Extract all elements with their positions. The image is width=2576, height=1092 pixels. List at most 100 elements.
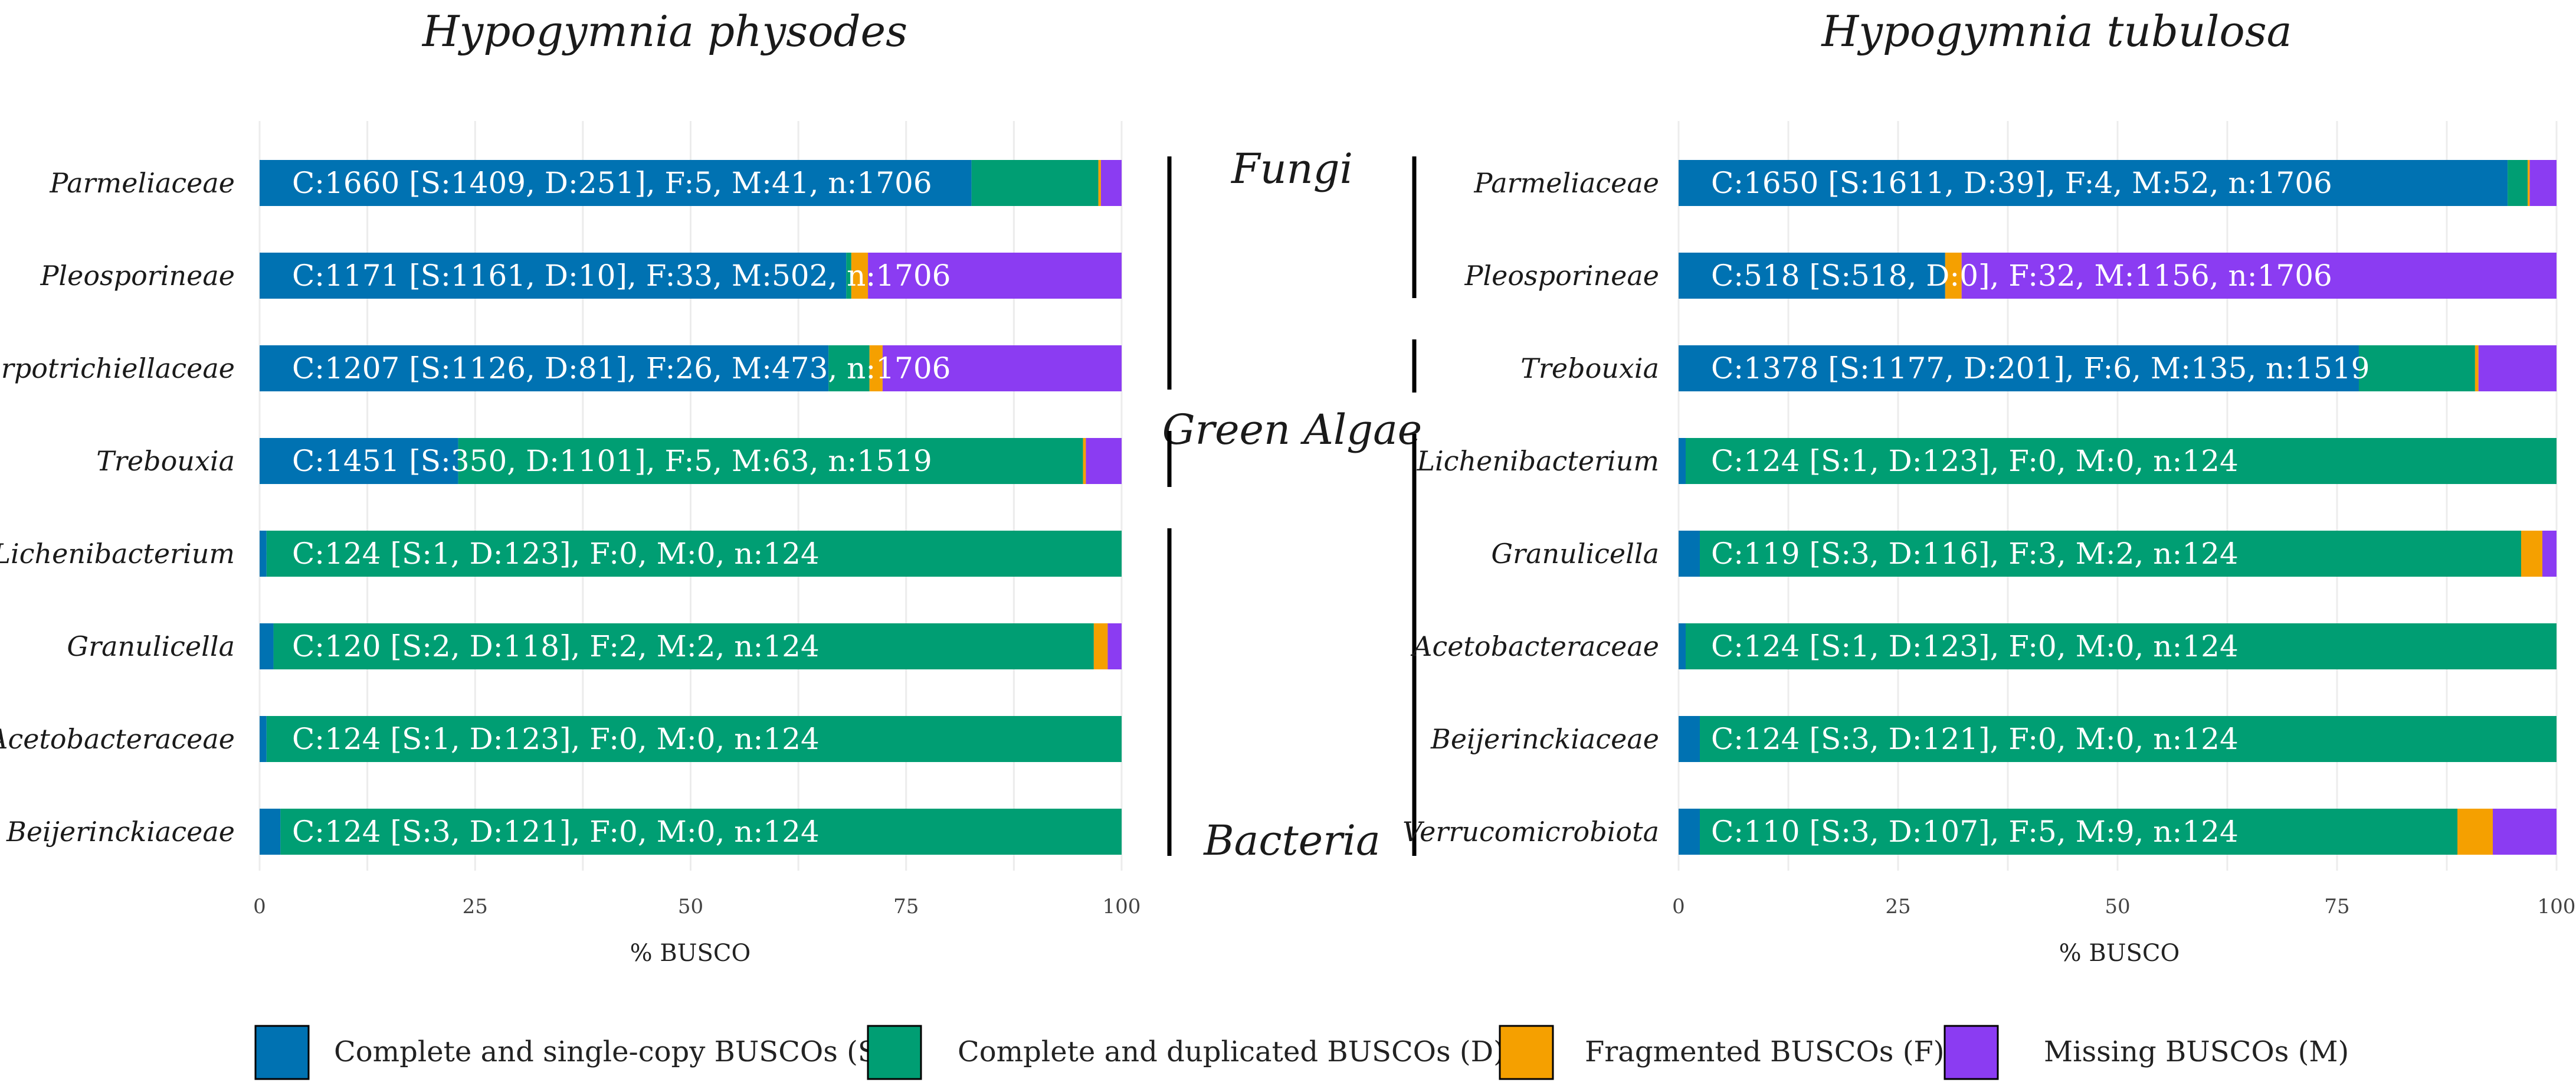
bar-segment-s-granulicella-physodes bbox=[260, 623, 274, 669]
bar-segment-d-lichenibacterium-physodes bbox=[266, 531, 1122, 577]
bar-segment-f-verrucomicrobiota-tubulosa bbox=[2457, 809, 2493, 855]
bar-data-label-acetobacteraceae-physodes: C:124 [S:1, D:123], F:0, M:0, n:124 bbox=[292, 722, 820, 756]
x-tick-label-tubulosa: 75 bbox=[2324, 895, 2349, 918]
bar-segment-f-pleosporineae-tubulosa bbox=[1945, 253, 1962, 299]
x-tick-label-physodes: 75 bbox=[893, 895, 919, 918]
bar-segment-s-herpotrichiellaceae-physodes bbox=[260, 345, 829, 391]
bar-segment-m-parmeliaceae-tubulosa bbox=[2529, 160, 2557, 206]
bar-data-label-pleosporineae-physodes: C:1171 [S:1161, D:10], F:33, M:502, n:17… bbox=[292, 259, 951, 293]
bar-segment-f-pleosporineae-physodes bbox=[851, 253, 869, 299]
category-label-acetobacteraceae-physodes: Acetobacteraceae bbox=[0, 723, 235, 755]
plot-layer: 0 25 50 75 100 C:1660 [S:1409, D:251], F:5, M… bbox=[0, 121, 2575, 918]
x-axis-label-physodes: % BUSCO bbox=[630, 940, 751, 967]
category-label-granulicella-tubulosa: Granulicella bbox=[1491, 538, 1659, 570]
bar-segment-s-pleosporineae-tubulosa bbox=[1679, 253, 1945, 299]
legend-label-duplicated: Complete and duplicated BUSCOs (D) bbox=[958, 1035, 1505, 1068]
bar-segment-s-pleosporineae-physodes bbox=[260, 253, 847, 299]
group-label-green-algae: Green Algae bbox=[1162, 406, 1422, 454]
bar-segment-s-lichenibacterium-physodes bbox=[260, 531, 267, 577]
legend-label-fragmented: Fragmented BUSCOs (F) bbox=[1585, 1035, 1944, 1068]
x-tick-label-physodes: 0 bbox=[253, 895, 266, 918]
bar-data-label-parmeliaceae-tubulosa: C:1650 [S:1611, D:39], F:4, M:52, n:1706 bbox=[1711, 166, 2332, 200]
panel-title-tubulosa: Hypogymnia tubulosa bbox=[1820, 6, 2292, 56]
bar-segment-d-herpotrichiellaceae-physodes bbox=[828, 345, 870, 391]
bar-data-label-herpotrichiellaceae-physodes: C:1207 [S:1126, D:81], F:26, M:473, n:17… bbox=[292, 351, 951, 385]
bar-data-label-beijerinckiaceae-tubulosa: C:124 [S:3, D:121], F:0, M:0, n:124 bbox=[1711, 722, 2239, 756]
bar-segment-d-beijerinckiaceae-physodes bbox=[280, 809, 1122, 855]
bar-segment-m-granulicella-tubulosa bbox=[2542, 531, 2557, 577]
bar-segment-f-trebouxia-tubulosa bbox=[2475, 345, 2479, 391]
bar-segment-d-lichenibacterium-tubulosa bbox=[1686, 438, 2557, 484]
x-tick-label-physodes: 25 bbox=[463, 895, 488, 918]
bar-segment-f-parmeliaceae-tubulosa bbox=[2528, 160, 2530, 206]
bar-data-label-trebouxia-physodes: C:1451 [S:350, D:1101], F:5, M:63, n:151… bbox=[292, 444, 932, 478]
bar-segment-s-trebouxia-physodes bbox=[260, 438, 458, 484]
bar-segment-s-verrucomicrobiota-tubulosa bbox=[1679, 809, 1700, 855]
bar-segment-d-acetobacteraceae-physodes bbox=[266, 716, 1122, 762]
bar-data-label-lichenibacterium-tubulosa: C:124 [S:1, D:123], F:0, M:0, n:124 bbox=[1711, 444, 2239, 478]
legend: Complete and single-copy BUSCOs (S) Comp… bbox=[254, 1025, 2349, 1080]
bar-segment-m-verrucomicrobiota-tubulosa bbox=[2493, 809, 2557, 855]
bar-data-label-verrucomicrobiota-tubulosa: C:110 [S:3, D:107], F:5, M:9, n:124 bbox=[1711, 815, 2239, 849]
category-label-pleosporineae-physodes: Pleosporineae bbox=[40, 260, 235, 292]
legend-label-missing: Missing BUSCOs (M) bbox=[2044, 1035, 2349, 1068]
bar-segment-s-parmeliaceae-physodes bbox=[260, 160, 972, 206]
bar-data-label-lichenibacterium-physodes: C:124 [S:1, D:123], F:0, M:0, n:124 bbox=[292, 537, 820, 571]
bar-segment-s-granulicella-tubulosa bbox=[1679, 531, 1700, 577]
bar-segment-d-trebouxia-tubulosa bbox=[2358, 345, 2475, 391]
category-label-verrucomicrobiota-tubulosa: Verrucomicrobiota bbox=[1402, 816, 1659, 848]
category-label-pleosporineae-tubulosa: Pleosporineae bbox=[1464, 260, 1659, 292]
bar-segment-f-parmeliaceae-physodes bbox=[1098, 160, 1101, 206]
bar-segment-m-pleosporineae-tubulosa bbox=[1961, 253, 2557, 299]
bar-segment-d-verrucomicrobiota-tubulosa bbox=[1700, 809, 2457, 855]
bar-segment-d-granulicella-tubulosa bbox=[1700, 531, 2521, 577]
legend-swatch-missing bbox=[1944, 1025, 1999, 1080]
x-tick-label-tubulosa: 25 bbox=[1885, 895, 1910, 918]
category-label-parmeliaceae-tubulosa: Parmeliaceae bbox=[1473, 167, 1659, 199]
panel-title-physodes: Hypogymnia physodes bbox=[421, 6, 907, 56]
x-tick-label-physodes: 50 bbox=[678, 895, 703, 918]
bar-data-label-acetobacteraceae-tubulosa: C:124 [S:1, D:123], F:0, M:0, n:124 bbox=[1711, 629, 2239, 663]
bar-segment-d-pleosporineae-physodes bbox=[846, 253, 851, 299]
x-tick-label-physodes: 100 bbox=[1103, 895, 1141, 918]
category-label-beijerinckiaceae-tubulosa: Beijerinckiaceae bbox=[1430, 723, 1659, 755]
bar-segment-s-lichenibacterium-tubulosa bbox=[1679, 438, 1686, 484]
x-tick-label-tubulosa: 50 bbox=[2105, 895, 2130, 918]
bar-data-label-granulicella-physodes: C:120 [S:2, D:118], F:2, M:2, n:124 bbox=[292, 629, 820, 663]
bar-segment-s-acetobacteraceae-tubulosa bbox=[1679, 623, 1686, 669]
bar-segment-m-trebouxia-physodes bbox=[1086, 438, 1122, 484]
legend-swatch-fragmented bbox=[1499, 1025, 1554, 1080]
bar-data-label-parmeliaceae-physodes: C:1660 [S:1409, D:251], F:5, M:41, n:170… bbox=[292, 166, 932, 200]
category-label-herpotrichiellaceae-physodes: Herpotrichiellaceae bbox=[0, 352, 235, 384]
x-tick-label-tubulosa: 100 bbox=[2538, 895, 2576, 918]
bar-data-label-pleosporineae-tubulosa: C:518 [S:518, D:0], F:32, M:1156, n:1706 bbox=[1711, 259, 2332, 293]
category-label-lichenibacterium-physodes: Lichenibacterium bbox=[0, 538, 235, 570]
bar-segment-f-trebouxia-physodes bbox=[1083, 438, 1086, 484]
bar-segment-m-pleosporineae-physodes bbox=[868, 253, 1122, 299]
category-label-parmeliaceae-physodes: Parmeliaceae bbox=[49, 167, 235, 199]
bar-data-label-trebouxia-tubulosa: C:1378 [S:1177, D:201], F:6, M:135, n:15… bbox=[1711, 351, 2369, 385]
bar-segment-d-trebouxia-physodes bbox=[458, 438, 1083, 484]
category-label-granulicella-physodes: Granulicella bbox=[67, 630, 235, 662]
x-tick-label-tubulosa: 0 bbox=[1672, 895, 1685, 918]
legend-label-single-copy: Complete and single-copy BUSCOs (S) bbox=[334, 1035, 889, 1068]
bar-segment-d-parmeliaceae-physodes bbox=[971, 160, 1099, 206]
bar-segment-s-parmeliaceae-tubulosa bbox=[1679, 160, 2508, 206]
bar-segment-f-granulicella-tubulosa bbox=[2521, 531, 2542, 577]
bar-segment-m-herpotrichiellaceae-physodes bbox=[882, 345, 1122, 391]
bar-segment-f-herpotrichiellaceae-physodes bbox=[869, 345, 883, 391]
category-label-lichenibacterium-tubulosa: Lichenibacterium bbox=[1417, 445, 1660, 477]
bar-segment-s-trebouxia-tubulosa bbox=[1679, 345, 2359, 391]
bar-data-label-beijerinckiaceae-physodes: C:124 [S:3, D:121], F:0, M:0, n:124 bbox=[292, 815, 820, 849]
bar-data-label-granulicella-tubulosa: C:119 [S:3, D:116], F:3, M:2, n:124 bbox=[1711, 537, 2239, 571]
bar-segment-d-granulicella-physodes bbox=[273, 623, 1094, 669]
bar-segment-m-granulicella-physodes bbox=[1107, 623, 1122, 669]
bar-segment-s-acetobacteraceae-physodes bbox=[260, 716, 267, 762]
bar-segment-d-acetobacteraceae-tubulosa bbox=[1686, 623, 2557, 669]
category-label-acetobacteraceae-tubulosa: Acetobacteraceae bbox=[1410, 630, 1659, 662]
bar-segment-s-beijerinckiaceae-physodes bbox=[260, 809, 281, 855]
bar-segment-d-beijerinckiaceae-tubulosa bbox=[1700, 716, 2557, 762]
legend-swatch-single-copy bbox=[254, 1025, 310, 1080]
x-axis-label-tubulosa: % BUSCO bbox=[2059, 940, 2180, 967]
